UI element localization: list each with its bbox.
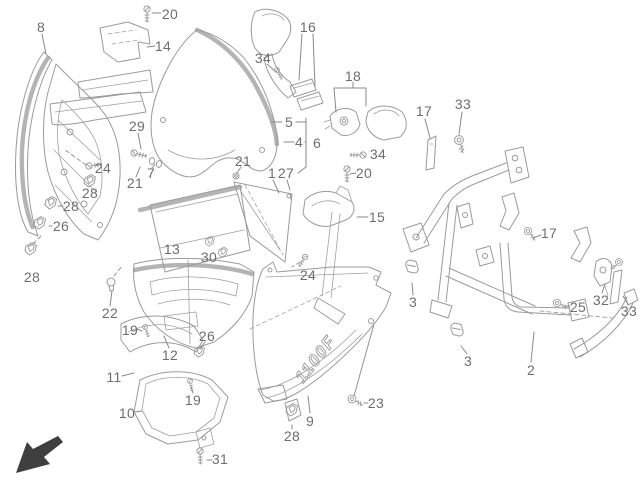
part-callout-19: 19 [184, 392, 202, 408]
part-callout-27: 27 [277, 165, 295, 181]
part-callout-28: 28 [23, 269, 41, 285]
part-callout-20: 20 [161, 6, 179, 22]
part-callout-2: 2 [526, 362, 536, 378]
windshield-trim-moldings [49, 69, 154, 126]
part-callout-3: 3 [408, 294, 418, 310]
under-cover-part10 [133, 371, 229, 449]
part-callout-8: 8 [36, 19, 46, 35]
bracket-part14 [99, 21, 151, 63]
windscreen [150, 27, 280, 180]
part-callout-18: 18 [344, 68, 362, 84]
part-callout-28: 28 [283, 428, 301, 444]
nose-cowl-part12 [132, 257, 255, 349]
stay-blade-part17-left [425, 135, 437, 171]
model-decal: 1100F [291, 332, 339, 387]
meter-panel-part13 [137, 184, 251, 273]
part-callout-28: 28 [81, 185, 99, 201]
part-callout-31: 31 [211, 451, 229, 467]
part-callout-22: 22 [101, 305, 119, 321]
part-callout-25: 25 [569, 299, 587, 315]
left-garnish-part8 [15, 51, 53, 237]
part-callout-9: 9 [305, 413, 315, 429]
part-callout-30: 30 [200, 249, 218, 265]
clamp-part32 [593, 258, 613, 297]
part-callout-3: 3 [463, 353, 473, 369]
part-callout-11: 11 [106, 369, 122, 385]
part-callout-1: 1 [267, 165, 277, 181]
part-callout-4: 4 [294, 134, 304, 150]
part-callout-34: 34 [369, 146, 387, 162]
part-callout-19: 19 [121, 322, 139, 338]
part-callout-33: 33 [454, 96, 472, 112]
fastener-icons [24, 5, 625, 465]
mirror-adapter-part18 [323, 105, 407, 141]
direction-arrow-icon [16, 436, 63, 473]
part-callout-17: 17 [540, 225, 558, 241]
part-callout-16: 16 [299, 19, 317, 35]
windshield-brace-part1 [233, 181, 293, 263]
part-callout-21: 21 [126, 175, 144, 191]
part-callout-26: 26 [198, 328, 216, 344]
part-callout-24: 24 [299, 267, 317, 283]
part-callout-20: 20 [355, 165, 373, 181]
part-callout-13: 13 [163, 241, 181, 257]
part-callout-23: 23 [367, 395, 385, 411]
part-callout-12: 12 [161, 347, 179, 363]
part-callout-21: 21 [234, 153, 252, 169]
part-callout-6: 6 [312, 135, 322, 151]
part-callout-14: 14 [154, 38, 172, 54]
part-callout-32: 32 [592, 292, 610, 308]
part-callout-10: 10 [118, 405, 136, 421]
part-callout-28: 28 [62, 198, 80, 214]
part-callout-24: 24 [94, 160, 112, 176]
part-callout-26: 26 [52, 218, 70, 234]
fairing-stay-part2 [402, 146, 639, 359]
part-callout-34: 34 [254, 50, 272, 66]
left-cowl-panel [43, 63, 121, 241]
lower-lip-part11 [120, 315, 204, 353]
part-callout-5: 5 [284, 114, 294, 130]
stay-blade-part33-right [609, 269, 623, 305]
part-callout-15: 15 [368, 209, 386, 225]
mirror-part16 [250, 8, 324, 111]
part-callout-29: 29 [128, 118, 146, 134]
duct-part15 [302, 185, 355, 325]
part-callout-7: 7 [146, 165, 156, 181]
part-callout-33: 33 [620, 303, 638, 319]
leader-lines [30, 12, 629, 461]
part-callout-17: 17 [415, 103, 433, 119]
